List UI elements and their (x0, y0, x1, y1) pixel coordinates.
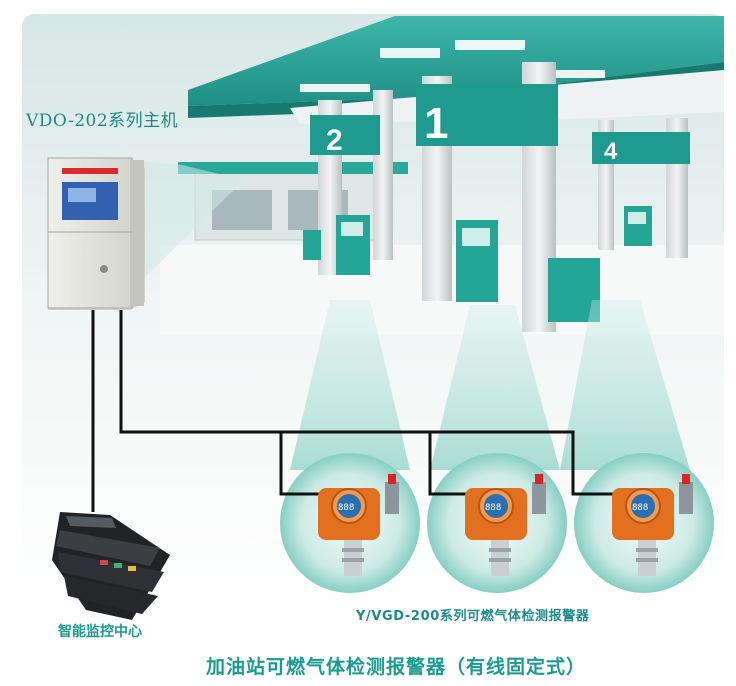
pump-sign-4: 4 (592, 132, 690, 165)
pump-sign-1: 1 (416, 84, 558, 148)
controller-title: VDO-202系列主机 (26, 111, 179, 131)
detector-3-readout: 888 (632, 503, 648, 513)
gas-detector-3: 888 (612, 474, 693, 576)
monitor-center-title: 智能监控中心 (58, 624, 142, 640)
detector-series-title: Y/VGD-200系列可燃气体检测报警器 (356, 609, 590, 624)
wire-branch-2 (428, 432, 470, 496)
pump-sign-1-number: 1 (424, 99, 448, 148)
pump-sign-4-number: 4 (604, 138, 618, 165)
wire-branch-1 (279, 432, 325, 496)
pump-sign-2-number: 2 (326, 124, 343, 157)
wire-controller-to-detectors (119, 310, 620, 496)
pump-sign-2: 2 (310, 115, 380, 157)
detector-2-readout: 888 (485, 503, 501, 513)
controller-zoom-halo (130, 160, 244, 292)
controller-cabinet (47, 157, 145, 310)
fuel-dispensers (303, 206, 652, 322)
gas-detector-1: 888 (318, 474, 399, 576)
detection-beams (290, 300, 690, 470)
detector-1-readout: 888 (338, 503, 354, 513)
footer-title: 加油站可燃气体检测报警器（有线固定式） (206, 656, 587, 678)
monitor-center-device (52, 512, 170, 620)
gas-detector-2: 888 (465, 474, 546, 576)
station-building (178, 162, 408, 241)
signal-wiring (91, 310, 620, 512)
